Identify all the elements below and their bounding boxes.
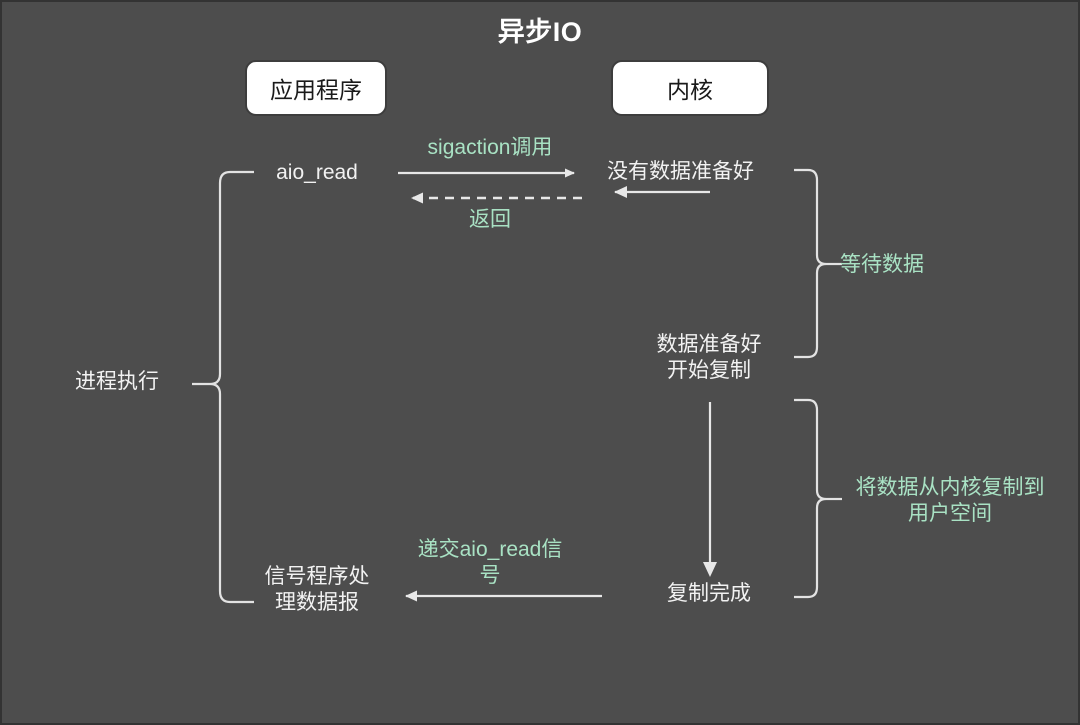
label-no-data-ready: 没有数据准备好 [607, 160, 754, 183]
node-kernel[interactable]: 内核 [611, 60, 769, 116]
node-kernel-label: 内核 [667, 77, 713, 103]
label-process-execution: 进程执行 [75, 370, 159, 393]
label-sigaction-call: sigaction调用 [427, 136, 553, 159]
label-copy-complete: 复制完成 [667, 582, 751, 605]
node-application-label: 应用程序 [270, 77, 362, 103]
label-signal-handler: 信号程序处 理数据报 [264, 565, 370, 614]
node-application[interactable]: 应用程序 [245, 60, 387, 116]
arrow-kernel-copy [703, 402, 717, 577]
label-data-ready: 数据准备好 开始复制 [656, 333, 762, 382]
label-aio-read: aio_read [276, 161, 358, 184]
label-deliver-signal: 递交aio_read信 号 [417, 538, 563, 587]
brace-process-execution [192, 170, 254, 604]
brace-wait-for-data [794, 168, 842, 359]
label-wait-for-data: 等待数据 [840, 253, 924, 276]
page-title: 异步IO [497, 17, 583, 47]
label-copy-to-user-space: 将数据从内核复制到 用户空间 [855, 476, 1045, 525]
label-return: 返回 [469, 208, 511, 231]
